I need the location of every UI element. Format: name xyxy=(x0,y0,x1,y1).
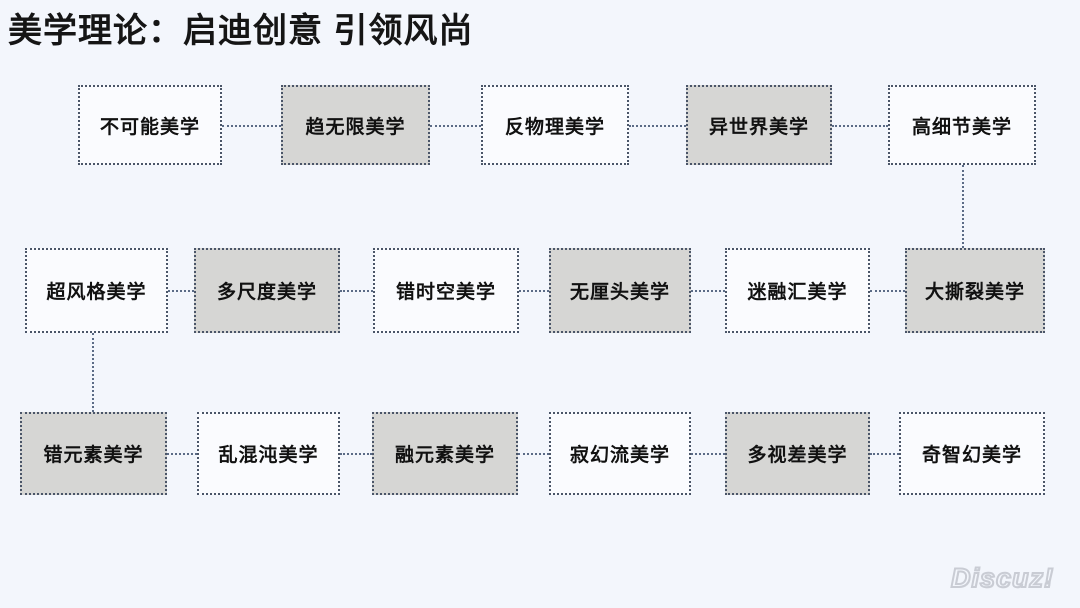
connector-vertical xyxy=(92,333,94,412)
connector-horizontal xyxy=(832,125,888,127)
connector-horizontal xyxy=(340,290,373,292)
connector-vertical xyxy=(962,165,964,248)
diagram-node[interactable]: 超风格美学 xyxy=(25,248,168,333)
diagram-node[interactable]: 乱混沌美学 xyxy=(197,412,340,495)
page-title: 美学理论：启迪创意 引领风尚 xyxy=(8,12,474,50)
diagram-node[interactable]: 不可能美学 xyxy=(78,85,222,165)
connector-horizontal xyxy=(340,453,372,455)
diagram-node[interactable]: 高细节美学 xyxy=(888,85,1036,165)
connector-horizontal xyxy=(430,125,481,127)
connector-horizontal xyxy=(870,290,905,292)
connector-horizontal xyxy=(870,453,899,455)
connector-horizontal xyxy=(691,453,725,455)
diagram-node[interactable]: 融元素美学 xyxy=(372,412,518,495)
diagram-node[interactable]: 趋无限美学 xyxy=(281,85,430,165)
connector-horizontal xyxy=(167,453,197,455)
diagram-node[interactable]: 无厘头美学 xyxy=(549,248,691,333)
diagram-node[interactable]: 寂幻流美学 xyxy=(549,412,691,495)
connector-horizontal xyxy=(691,290,725,292)
diagram-node[interactable]: 错元素美学 xyxy=(20,412,167,495)
diagram-node[interactable]: 大撕裂美学 xyxy=(905,248,1045,333)
connector-horizontal xyxy=(222,125,281,127)
connector-horizontal xyxy=(168,290,194,292)
connector-horizontal xyxy=(519,290,549,292)
diagram-node[interactable]: 异世界美学 xyxy=(686,85,832,165)
diagram-node[interactable]: 多尺度美学 xyxy=(194,248,340,333)
diagram-node[interactable]: 错时空美学 xyxy=(373,248,519,333)
connector-horizontal xyxy=(629,125,686,127)
diagram-node[interactable]: 奇智幻美学 xyxy=(899,412,1045,495)
diagram-node[interactable]: 多视差美学 xyxy=(725,412,870,495)
diagram-node[interactable]: 反物理美学 xyxy=(481,85,629,165)
connector-horizontal xyxy=(518,453,549,455)
discuz-watermark: Discuz! xyxy=(950,562,1054,594)
diagram-node[interactable]: 迷融汇美学 xyxy=(725,248,870,333)
